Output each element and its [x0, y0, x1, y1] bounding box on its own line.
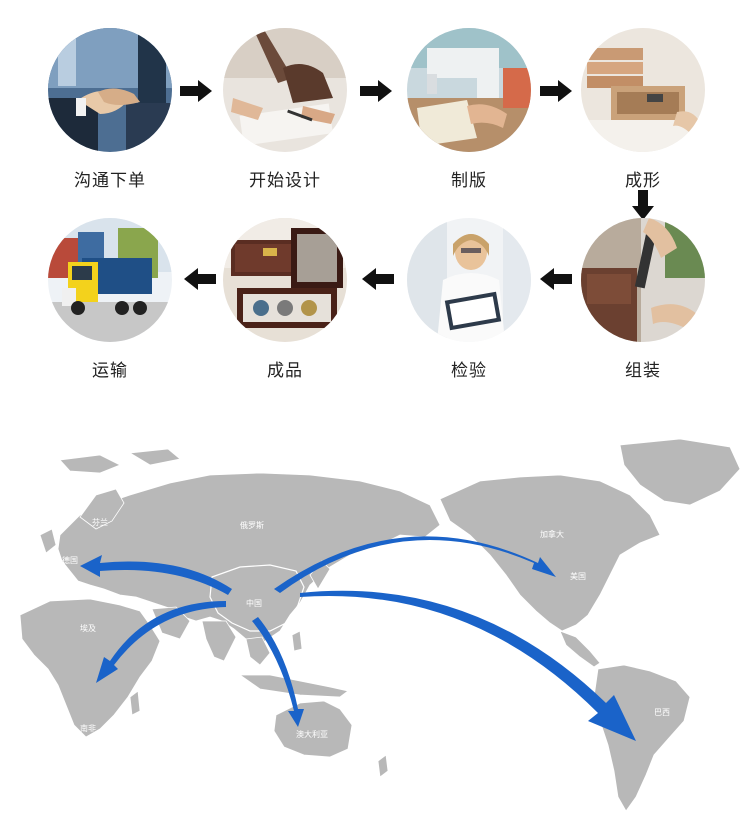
step-finished-product: 成品: [220, 218, 350, 381]
label-china: 中国: [246, 598, 262, 608]
arrow-left-icon: [362, 268, 394, 294]
handshake-photo-icon: [48, 28, 172, 152]
wooden-box-forming-photo-icon: [581, 28, 705, 152]
indonesia-shape: [238, 674, 349, 698]
arrow-to-south-africa: [96, 601, 226, 683]
step-label: 组装: [625, 361, 661, 381]
arrow-down-icon: [632, 190, 654, 224]
step-label: 制版: [451, 171, 487, 191]
step-forming: 成形: [578, 28, 708, 191]
sewing-machine-photo-icon: [407, 28, 531, 152]
australia-shape: [273, 700, 353, 758]
arrow-left-icon: [540, 268, 572, 294]
label-south-africa: 南非: [80, 723, 96, 733]
central-america-shape: [559, 630, 601, 668]
se-asia-shape: [245, 636, 271, 666]
eurasia-shape: [57, 472, 441, 648]
step-label: 成品: [267, 361, 303, 381]
step-label: 成形: [625, 171, 661, 191]
island-shape: [59, 454, 121, 474]
arrow-right-icon: [540, 80, 572, 106]
step-inspection: 检验: [404, 218, 534, 381]
step-pattern-making: 制版: [404, 28, 534, 191]
label-germany: 德国: [62, 555, 78, 565]
step-transport: 运输: [45, 218, 175, 381]
production-process: 沟通下单 开始设计: [0, 0, 750, 400]
screwdriver-assembly-photo-icon: [581, 218, 705, 342]
island-shape: [128, 448, 181, 466]
step-label: 检验: [451, 361, 487, 381]
inspector-clipboard-photo-icon: [407, 218, 531, 342]
label-finland: 芬兰: [92, 517, 108, 527]
step-start-design: 开始设计: [220, 28, 350, 191]
arrow-left-icon: [184, 268, 216, 294]
india-shape: [201, 620, 237, 662]
africa-shape: [19, 598, 161, 738]
step-communicate-order: 沟通下单: [45, 28, 175, 191]
world-export-map: 芬兰 俄罗斯 德国 法国 中国 埃及 南非 澳大利亚 加拿大 美国 巴西: [0, 425, 750, 814]
label-brazil: 巴西: [654, 708, 670, 717]
china-border: [209, 564, 305, 632]
madagascar-shape: [129, 690, 141, 716]
truck-photo-icon: [48, 218, 172, 342]
label-egypt: 埃及: [80, 623, 96, 633]
uk-shape: [39, 528, 57, 554]
trade-arrows: [80, 536, 636, 741]
step-assembly: 组装: [578, 218, 708, 381]
label-australia: 澳大利亚: [296, 729, 328, 739]
arrow-right-icon: [180, 80, 212, 106]
arrow-to-germany: [80, 555, 232, 595]
arrow-to-australia: [252, 617, 304, 727]
scandinavia-shape: [79, 488, 125, 530]
arrow-right-icon: [360, 80, 392, 106]
label-france: 法国: [38, 567, 54, 577]
new-zealand-shape: [377, 754, 389, 778]
step-label: 运输: [92, 361, 128, 381]
step-label: 开始设计: [249, 171, 321, 191]
label-russia: 俄罗斯: [240, 520, 264, 530]
philippines-shape: [291, 630, 303, 652]
arrow-to-brazil: [300, 590, 636, 741]
finished-watch-box-photo-icon: [223, 218, 347, 342]
label-canada: 加拿大: [540, 529, 564, 539]
north-america-shape: [439, 474, 661, 632]
design-meeting-photo-icon: [223, 28, 347, 152]
greenland-shape: [619, 438, 741, 506]
step-label: 沟通下单: [74, 171, 146, 191]
south-america-shape: [593, 664, 691, 812]
label-usa: 美国: [570, 571, 586, 581]
